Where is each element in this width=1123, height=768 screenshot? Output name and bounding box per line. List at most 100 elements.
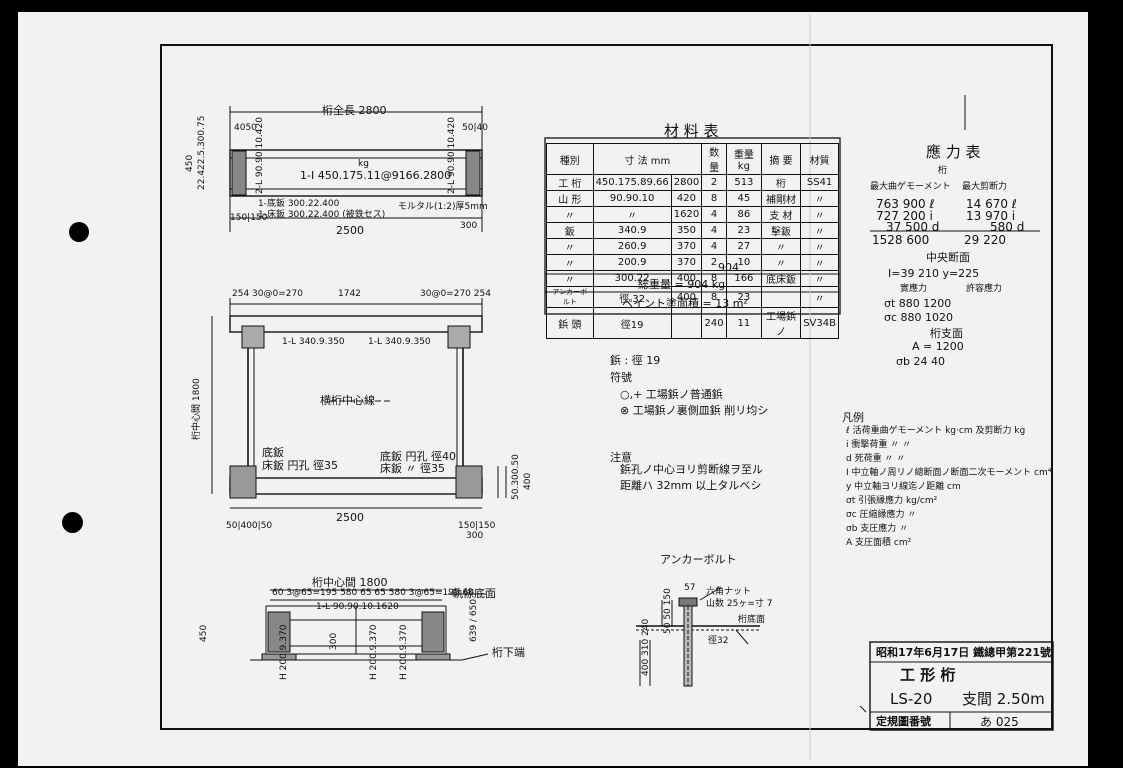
materials-total: 総重量 = 904 kg <box>638 278 726 291</box>
stress-row-4a: 1528 600 <box>872 233 930 247</box>
section-bottom-label: 桁下端 <box>492 646 525 659</box>
table-cell: 工 桁 <box>546 174 594 191</box>
binder-hole-bottom <box>62 512 83 533</box>
plan-center-label: 横桁中心線 <box>320 394 375 407</box>
table-cell: 補剛材 <box>760 190 802 207</box>
section-label-4: H 200.9.370 <box>399 624 409 680</box>
stress-row-2b: 13 970 i <box>966 209 1016 223</box>
stress-col1: 最大曲ゲモーメント <box>870 182 951 192</box>
table-cell: 〃 <box>800 286 839 308</box>
table-cell: 86 <box>726 206 762 223</box>
anchor-title: アンカーボルト <box>660 553 737 566</box>
section-label-1: H 200.9.370 <box>279 624 289 680</box>
table-cell: 〃 <box>546 254 594 271</box>
rivet-note-2: 距離ハ 32mm 以上タルベシ <box>620 479 762 492</box>
table-cell: 〃 <box>800 206 839 223</box>
legend-title: 凡例 <box>842 411 864 424</box>
table-cell: 370 <box>670 238 703 255</box>
materials-header: 数量 <box>701 143 728 175</box>
legend-item: σb 支圧應力 〃 <box>846 524 909 534</box>
section-right-web <box>421 611 445 653</box>
plan-brace-right: 1-L 340.9.350 <box>368 337 431 347</box>
table-cell: 擊鈑 <box>760 222 802 239</box>
plan-bottom-length: 2500 <box>336 511 364 524</box>
section-angle: 1-L 90.90.10.1620 <box>316 602 399 612</box>
top-beam <box>229 149 483 197</box>
legend-item: i 衝撃荷重 〃 〃 <box>846 440 912 450</box>
table-cell: 4 <box>701 222 728 239</box>
legend-item: σt 引張縁應力 kg/cm² <box>846 496 938 506</box>
materials-header: 種別 <box>546 143 594 175</box>
table-cell: 420 <box>670 190 703 207</box>
materials-paint: ペイント塗面積 = 13 m² <box>622 297 748 310</box>
stress-row-1a: 763 900 ℓ <box>876 197 935 211</box>
plan-bottom-beam <box>229 477 483 495</box>
table-cell: 350 <box>670 222 703 239</box>
plan-left-gusset <box>241 325 265 349</box>
rivet-symbol-1: ○,+ 工場鋲ノ普通鋲 <box>620 388 723 401</box>
title-reg-no: あ 025 <box>980 715 1019 729</box>
table-cell: 桁 <box>760 174 802 191</box>
table-cell <box>760 286 802 308</box>
table-cell: 450.175.89.66 <box>592 174 672 191</box>
table-cell: 〃 <box>800 270 839 287</box>
top-beam-left-plate <box>231 150 247 196</box>
plan-left-vertical: 桁中心間 1800 <box>192 378 202 440</box>
stress-allow: 許容應力 <box>966 284 1003 294</box>
table-cell: 〃 <box>760 238 802 255</box>
stress-bearing-title: 桁支面 <box>930 327 963 340</box>
title-code: LS-20 <box>890 690 933 708</box>
plan-right-vertical: 50.300.50 <box>511 454 521 500</box>
table-cell: 〃 <box>592 206 672 223</box>
legend-item: y 中立軸ヨリ線迄ノ距離 cm <box>846 482 961 492</box>
stress-row-3b: 580 d <box>990 220 1025 234</box>
table-cell: 〃 <box>546 238 594 255</box>
table-cell: 〃 <box>800 238 839 255</box>
table-cell: 23 <box>726 222 762 239</box>
table-cell: 27 <box>726 238 762 255</box>
legend-item: σc 圧縮縁應力 〃 <box>846 510 917 520</box>
materials-header: 材質 <box>800 143 839 175</box>
table-cell: 11 <box>726 307 762 339</box>
stress-area: A = 1200 <box>912 340 964 353</box>
top-height-note: 22.422.5.300.75 <box>197 115 207 190</box>
stress-col2: 最大剪断力 <box>962 182 1008 192</box>
plan-brace-left: 1-L 340.9.350 <box>282 337 345 347</box>
materials-header: 摘 要 <box>760 143 802 175</box>
table-cell: 240 <box>701 307 728 339</box>
stress-row-3a: 37 500 d <box>886 220 940 234</box>
materials-subtotal: 904 <box>718 261 739 274</box>
rivet-size: 鋲 : 徑 19 <box>610 354 661 367</box>
stress-sig-b: σb 24 40 <box>896 355 945 368</box>
section-title: 桁中心間 1800 <box>312 576 388 589</box>
anchor-top-label: 桁底面 <box>738 615 766 625</box>
top-angle-left: 2-L 90.90.10.420 <box>255 117 265 194</box>
top-angle-right: 2-L 90.90.10.420 <box>447 117 457 194</box>
section-right-foot <box>415 653 451 661</box>
legend-item: I 中立軸ノ周リノ總断面ノ断面二次モーメント cm⁴ <box>846 468 1052 478</box>
table-cell: SV34B <box>800 307 839 339</box>
stress-row-4b: 29 220 <box>964 233 1006 247</box>
plan-bottom-right-dim2: 300 <box>466 531 484 541</box>
section-label-2: 300 <box>329 632 339 650</box>
plan-right-gusset <box>447 325 471 349</box>
table-cell: 340.9 <box>592 222 672 239</box>
rivet-symbol-2: ⊗ 工場鋲ノ裏側皿鋲 削リ均シ <box>620 404 769 417</box>
binder-hole-top <box>69 222 89 242</box>
table-cell: 260.9 <box>592 238 672 255</box>
top-right-dim-2: 300 <box>460 221 478 231</box>
table-cell: 鈑 <box>546 222 594 239</box>
stress-actual: 實應力 <box>900 284 928 294</box>
table-cell: 徑19 <box>592 307 672 339</box>
table-cell: 200.9 <box>592 254 672 271</box>
top-right-dim: 50|40 <box>462 123 488 133</box>
plan-top-dims-mid: 1742 <box>338 289 361 299</box>
anchor-top-dim: 57 <box>684 583 696 593</box>
plan-bottom-right-dim: 150|150 <box>458 521 496 531</box>
table-cell: 〃 <box>800 190 839 207</box>
table-cell: 山 形 <box>546 190 594 207</box>
table-cell: アンカーボルト <box>546 286 594 308</box>
section-left-web <box>267 611 291 653</box>
